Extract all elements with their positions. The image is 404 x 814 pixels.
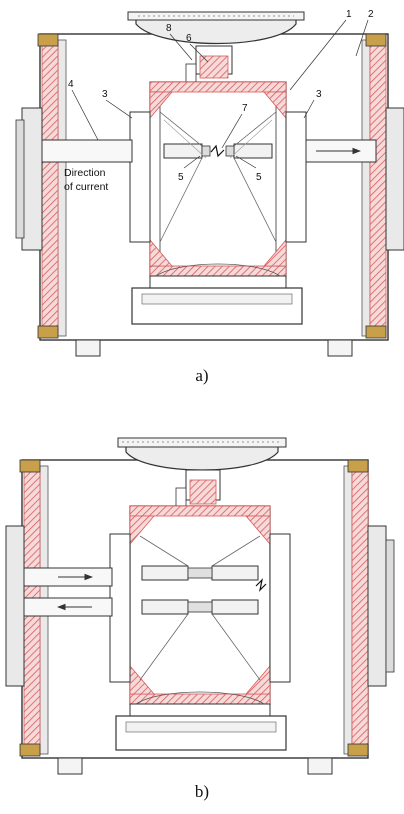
direction-label-line2: of current [64,181,108,193]
inner-chamber-a [149,81,287,277]
spark-b [255,578,267,592]
base-block-a [131,287,303,325]
top-dome-a [135,17,297,45]
left-foot-a [75,339,101,357]
panel-a: 8 6 1 2 3 3 4 7 5 5 Direction of current [15,9,404,357]
callout-5-right: 5 [256,172,262,183]
caption-a: a) [195,366,209,385]
left-conductor-a [41,139,133,163]
callout-3-left: 3 [102,89,108,100]
callout-5-left: 5 [178,172,184,183]
direction-label-line1: Direction [64,167,106,179]
panel-b [5,437,395,775]
caption-b: b) [194,782,210,801]
callout-3-right: 3 [316,89,322,100]
callout-6: 6 [186,33,192,44]
callout-2: 2 [368,9,374,20]
left-hatch-wall-a [41,39,59,337]
right-foot-a [327,339,353,357]
right-wall-a [361,39,371,337]
callout-1: 1 [346,9,352,20]
callout-4: 4 [68,79,74,90]
right-flange-a [385,107,404,251]
right-hatch-wall-b [351,465,369,755]
right-hatch-wall-a [369,39,387,337]
base-block-b [115,715,287,751]
callout-8: 8 [166,23,172,34]
callout-7: 7 [242,103,248,114]
spark-a [210,144,225,158]
left-flange-a [21,107,43,251]
